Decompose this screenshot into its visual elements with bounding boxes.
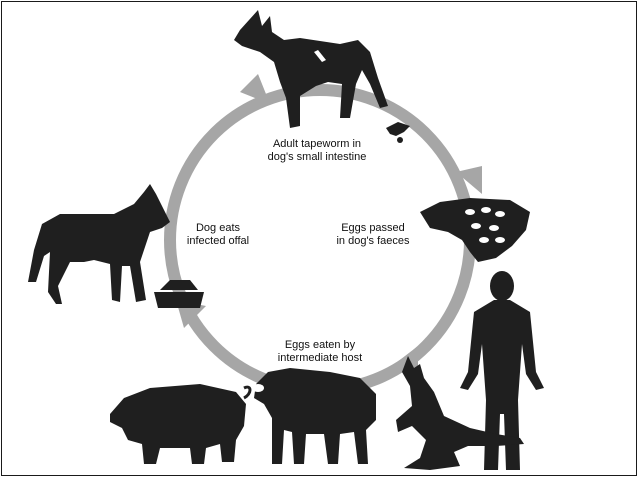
faeces-icon bbox=[420, 198, 530, 262]
pig-icon bbox=[110, 384, 252, 464]
kangaroo-icon bbox=[396, 356, 524, 470]
label-dog-line2: infected offal bbox=[186, 235, 250, 247]
label-host-line1: Eggs eaten by bbox=[284, 339, 356, 351]
dog-icon bbox=[234, 10, 388, 128]
food-bowl-icon bbox=[154, 280, 204, 308]
label-eggs-eaten: Eggs eaten by intermediate host bbox=[255, 339, 385, 365]
human-icon bbox=[460, 271, 544, 470]
label-dog-eats: Dog eats infected offal bbox=[168, 222, 268, 248]
label-adult-line1: Adult tapeworm in bbox=[272, 138, 362, 150]
label-adult-tapeworm: Adult tapeworm in dog's small intestine bbox=[252, 138, 382, 164]
label-eggs-passed: Eggs passed in dog's faeces bbox=[318, 222, 428, 248]
dog-icon-left bbox=[28, 184, 170, 304]
sheep-icon bbox=[252, 368, 376, 464]
arrow-head-top-left bbox=[240, 74, 270, 104]
arrow-head-right bbox=[456, 166, 482, 194]
label-eggs-line1: Eggs passed bbox=[341, 222, 405, 234]
label-host-line2: intermediate host bbox=[277, 352, 363, 364]
label-adult-line2: dog's small intestine bbox=[267, 151, 367, 163]
label-eggs-line2: in dog's faeces bbox=[336, 235, 410, 247]
tapeworm-icon bbox=[386, 122, 410, 143]
label-dog-line1: Dog eats bbox=[195, 222, 241, 234]
